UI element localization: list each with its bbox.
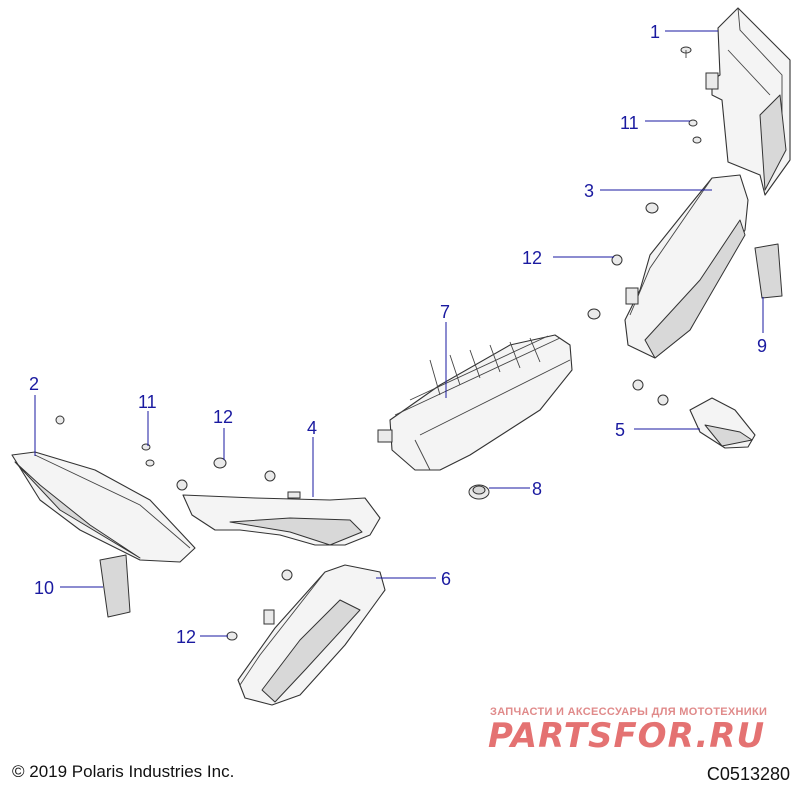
callout-6: 6 — [441, 569, 451, 589]
part-6-lamp — [237, 564, 386, 706]
part-1-housing — [705, 7, 791, 196]
watermark-logo: PARTSFOR.RU — [488, 716, 766, 756]
callout-3: 3 — [584, 181, 594, 201]
part-3-lens-assembly — [624, 174, 749, 359]
watermark-tagline: ЗАПЧАСТИ И АКСЕССУАРЫ ДЛЯ МОТОТЕХНИКИ — [490, 706, 768, 718]
part-10-decal — [99, 554, 131, 618]
callout-4: 4 — [307, 418, 317, 438]
callout-12: 12 — [176, 627, 196, 647]
callout-5: 5 — [615, 420, 625, 440]
part-4-lamp — [182, 491, 381, 546]
fastener-clips — [55, 202, 669, 641]
callout-10: 10 — [34, 578, 54, 598]
leader-lines — [34, 30, 764, 637]
copyright-text: © 2019 Polaris Industries Inc. — [12, 762, 235, 781]
callout-12: 12 — [213, 407, 233, 427]
part-9-decal — [754, 243, 783, 299]
part-8-grommet — [468, 484, 490, 500]
callout-2: 2 — [29, 374, 39, 394]
diagram-code: C0513280 — [706, 764, 790, 784]
callout-7: 7 — [440, 302, 450, 322]
part-1-screws — [680, 46, 702, 144]
callout-9: 9 — [757, 336, 767, 356]
callout-labels: 1 11 3 12 9 7 2 11 12 4 5 8 6 10 12 — [29, 22, 767, 647]
callout-12: 12 — [522, 248, 542, 268]
part-5-bracket — [689, 397, 756, 449]
callout-11: 11 — [620, 113, 639, 133]
callout-11: 11 — [138, 392, 157, 412]
part-7-lamp-housing — [377, 334, 573, 471]
callout-8: 8 — [532, 479, 542, 499]
callout-1: 1 — [650, 22, 660, 42]
part-2-lens — [11, 451, 196, 563]
